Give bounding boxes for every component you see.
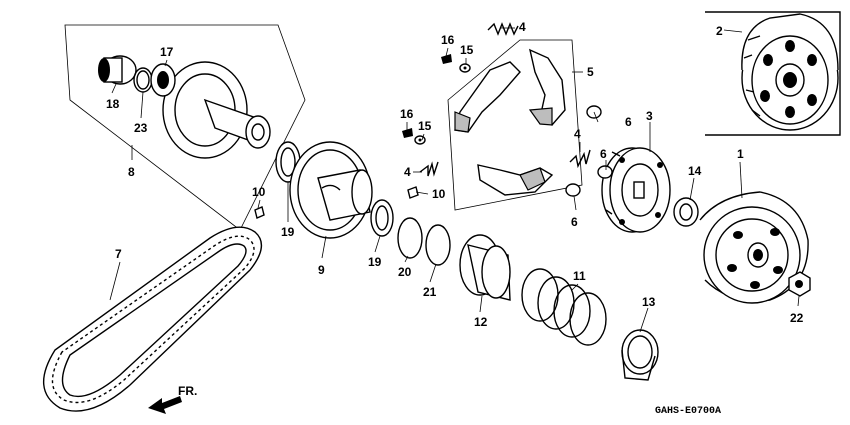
clip-16a: [441, 54, 452, 64]
clutch-shoe-box: [447, 39, 583, 211]
callout-7: 7: [115, 247, 122, 261]
clutch-outer-1: [699, 191, 809, 304]
callout-18: 18: [106, 97, 120, 111]
callout-6c: 6: [571, 215, 578, 229]
callout-5: 5: [587, 65, 594, 79]
circlip-23: [133, 67, 153, 93]
callout-19a: 19: [281, 225, 295, 239]
clutch-outer-inset: [741, 13, 839, 131]
bolt-10b: [407, 186, 419, 199]
inset-box: [705, 11, 841, 136]
callouts: 2 1 3 4 4 4 5 6 6 6 7 8 9 10 10 11 12 13…: [106, 20, 804, 329]
callout-6b: 6: [600, 147, 607, 161]
callout-4c: 4: [404, 165, 411, 179]
clip-16b: [402, 128, 413, 138]
drive-belt: [42, 226, 263, 412]
callout-2: 2: [716, 24, 723, 38]
callout-12: 12: [474, 315, 488, 329]
callout-15b: 15: [418, 119, 432, 133]
clutch-shoe-5: [454, 48, 566, 196]
callout-4a: 4: [519, 20, 526, 34]
callout-3: 3: [646, 109, 653, 123]
o-ring-20: [397, 217, 423, 259]
drive-face: [162, 61, 271, 159]
callout-10a: 10: [252, 185, 266, 199]
callout-15a: 15: [460, 43, 474, 57]
callout-22: 22: [790, 311, 804, 325]
o-ring-21: [425, 224, 451, 266]
leader-lines: [109, 27, 800, 333]
fr-arrow: FR.: [148, 384, 197, 414]
nut-22: [788, 271, 811, 297]
callout-6a: 6: [625, 115, 632, 129]
callout-16b: 16: [400, 107, 414, 121]
spring-4b: [569, 149, 591, 169]
oil-seal-19b: [370, 199, 394, 237]
callout-17: 17: [160, 45, 174, 59]
bolt-10a: [254, 206, 265, 219]
washer-15a: [459, 63, 471, 73]
callout-14: 14: [688, 164, 702, 178]
diagram-code: GAHS-E0700A: [655, 406, 721, 417]
drive-plate-3: [601, 147, 671, 233]
callout-23: 23: [134, 121, 148, 135]
callout-10b: 10: [432, 187, 446, 201]
spring-4a: [487, 22, 519, 36]
callout-8: 8: [128, 165, 135, 179]
bearing-18: [98, 55, 137, 85]
driven-face: [289, 141, 373, 239]
callout-1: 1: [737, 147, 744, 161]
spring-collar-13: [621, 329, 659, 381]
bearing-17: [150, 63, 176, 97]
damper-6b: [597, 165, 613, 179]
callout-16a: 16: [441, 33, 455, 47]
callout-20: 20: [398, 265, 412, 279]
washer-14: [673, 197, 699, 227]
callout-19b: 19: [368, 255, 382, 269]
driven-spring-11: [521, 268, 607, 346]
fr-arrow-label: FR.: [178, 384, 197, 398]
callout-4b: 4: [574, 127, 581, 141]
callout-11: 11: [573, 269, 586, 283]
callout-21: 21: [423, 285, 437, 299]
washer-15b: [414, 135, 426, 145]
callout-9: 9: [318, 263, 325, 277]
seal-collar-12: [459, 234, 511, 301]
spring-4c: [419, 161, 439, 177]
damper-6c: [565, 183, 581, 197]
drive-face-assembly-box: [64, 24, 306, 231]
callout-13: 13: [642, 295, 656, 309]
